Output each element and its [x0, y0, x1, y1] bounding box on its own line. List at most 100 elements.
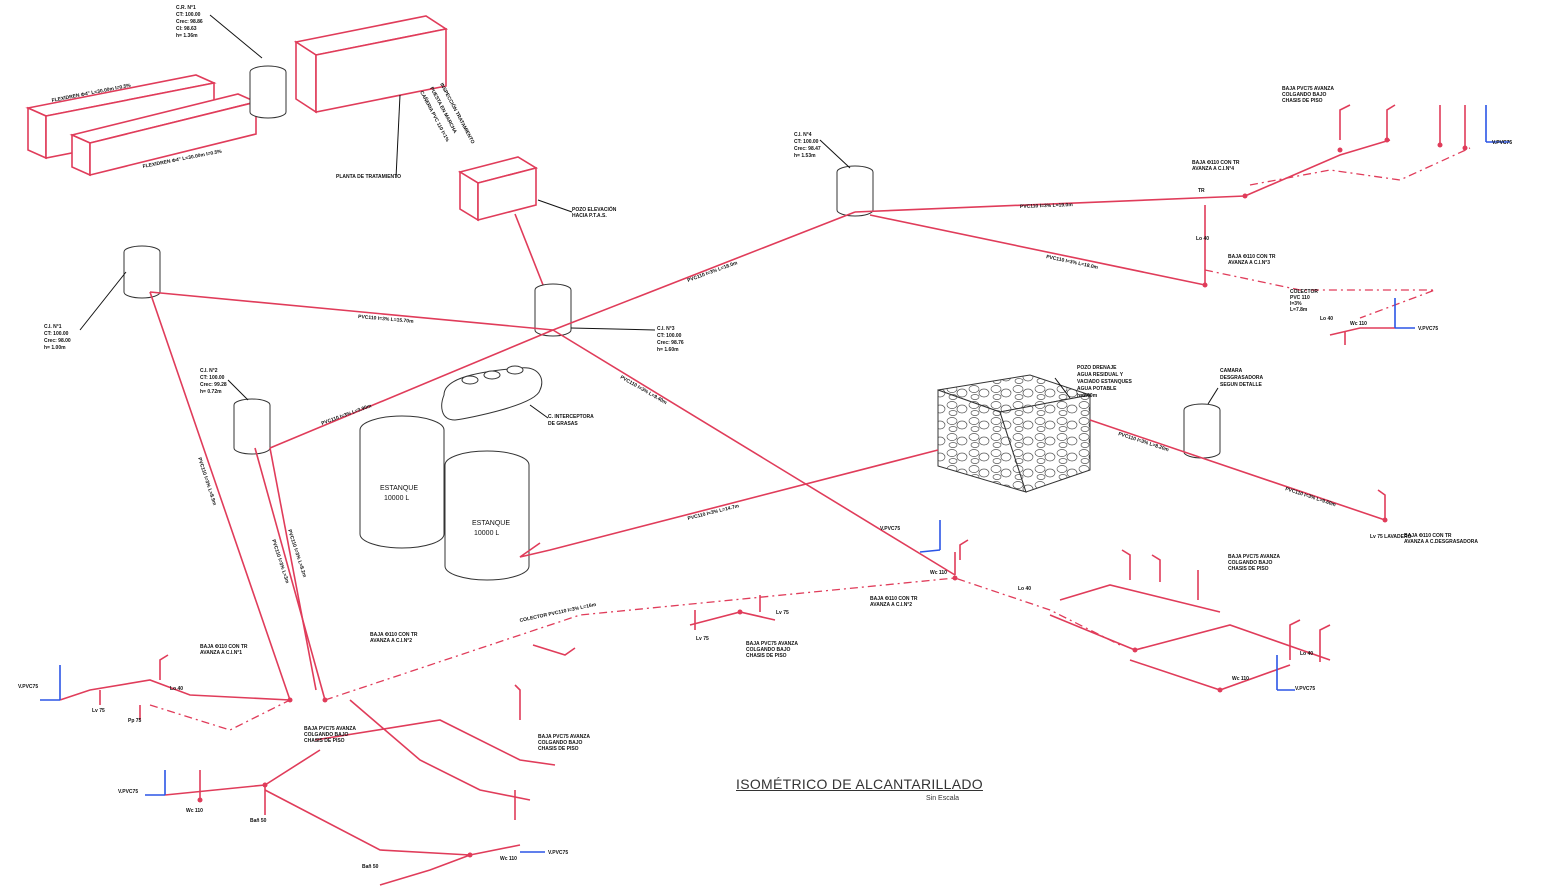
plant-notes: CAÑERIA PVC 110 I=1% PUESTA EN MARCHA IN…	[418, 81, 477, 145]
vent-label-1: V.PVC75	[1492, 140, 1512, 146]
svg-text:PVC110 I=3% L=19.0m: PVC110 I=3% L=19.0m	[1020, 202, 1074, 210]
colector-pvc-notes: COLECTOR PVC 110 I=3% L=7.8m	[1290, 289, 1318, 313]
svg-text:COLGANDO BAJO: COLGANDO BAJO	[538, 740, 583, 746]
svg-text:C.I. N°4: C.I. N°4	[794, 132, 812, 138]
cr1-notes: C.R. N°1 CT: 100.00 Crec: 98.86 CI: 98.6…	[176, 5, 203, 39]
svg-text:AVANZA A C.I.N°3: AVANZA A C.I.N°3	[1228, 260, 1270, 266]
fixture-pp75-a: Pp 75	[128, 718, 142, 724]
svg-text:C. INTERCEPTORA: C. INTERCEPTORA	[548, 414, 594, 420]
treatment-plant	[293, 15, 449, 114]
svg-text:Lv 75 LAVADERO: Lv 75 LAVADERO	[1370, 534, 1412, 540]
svg-text:PVC110 I=3% L=18.0m: PVC110 I=3% L=18.0m	[687, 260, 739, 284]
svg-text:AVANZA A C.I.N°1: AVANZA A C.I.N°1	[200, 650, 242, 656]
svg-text:CHASIS DE PISO: CHASIS DE PISO	[746, 653, 787, 659]
pump-station	[457, 156, 539, 222]
svg-text:I=3%: I=3%	[1290, 301, 1302, 307]
ci3-notes: C.I. N°3 CT: 100.00 Crec: 98.76 h= 1.60m	[657, 326, 684, 353]
drain-flexidren-2	[69, 93, 259, 177]
svg-text:PVC110 I=3% L=9.40m: PVC110 I=3% L=9.40m	[619, 375, 668, 407]
svg-text:PVC110 I=3% L=8.9m: PVC110 I=3% L=8.9m	[196, 457, 217, 507]
grease-interceptor	[441, 365, 549, 421]
svg-text:10000 L: 10000 L	[474, 530, 499, 537]
ci2-notes: C.I. N°2 CT: 100.00 Crec: 99.28 h= 0.72m	[200, 368, 227, 395]
svg-text:h= 0.72m: h= 0.72m	[200, 389, 222, 395]
svg-text:CHASIS DE PISO: CHASIS DE PISO	[1228, 566, 1269, 572]
fixture-wc110-d: Wc 110	[930, 570, 947, 576]
svg-text:SEGUN DETALLE: SEGUN DETALLE	[1220, 382, 1263, 388]
fixture-wc110-c: Wc 110	[1350, 321, 1367, 327]
svg-text:CT: 100.00: CT: 100.00	[794, 139, 819, 145]
vent-label-6: V.PVC75	[118, 789, 138, 795]
drawing-subtitle: Sin Escala	[926, 795, 960, 802]
drain-well	[937, 374, 1092, 493]
svg-text:BAJA Φ110 CON TR: BAJA Φ110 CON TR	[1404, 533, 1452, 539]
bathroom-cluster-right	[324, 520, 1331, 701]
svg-text:BAJA Φ110 CON TR: BAJA Φ110 CON TR	[1192, 160, 1240, 166]
svg-text:ESTANQUE: ESTANQUE	[380, 485, 418, 492]
svg-text:10000 L: 10000 L	[384, 495, 409, 502]
cr1-tank	[209, 14, 287, 119]
svg-text:CAMARA: CAMARA	[1220, 368, 1243, 374]
main-pipes	[149, 195, 1386, 701]
svg-text:PVC110 I=3% L=9.60m: PVC110 I=3% L=9.60m	[1284, 486, 1337, 508]
svg-text:h= 1.53m: h= 1.53m	[794, 153, 816, 159]
vent-label-5: V.PVC75	[18, 684, 38, 690]
fixture-lv75-b: Lv 75	[696, 636, 709, 642]
grease-camera-tank	[1183, 387, 1221, 459]
vent-label-2: V.PVC75	[1418, 326, 1438, 332]
svg-text:AGUA RESIDUAL Y: AGUA RESIDUAL Y	[1077, 372, 1124, 378]
svg-text:PVC110 I=3% L=15.70m: PVC110 I=3% L=15.70m	[358, 314, 414, 325]
fixture-lo40-d: Lo 40	[1300, 651, 1313, 657]
svg-text:BAJA Φ110 CON TR: BAJA Φ110 CON TR	[870, 596, 918, 602]
svg-text:BAJA PVC75 AVANZA: BAJA PVC75 AVANZA	[746, 641, 798, 647]
svg-text:VACIADO ESTANQUES: VACIADO ESTANQUES	[1077, 379, 1132, 385]
svg-text:C.I. N°1: C.I. N°1	[44, 324, 62, 330]
ci2-tank	[227, 379, 271, 455]
fixture-tr-a: TR	[1198, 188, 1205, 194]
vent-label-3: V.PVC75	[1295, 686, 1315, 692]
svg-text:COLGANDO BAJO: COLGANDO BAJO	[1282, 92, 1327, 98]
svg-text:HACIA P.T.A.S.: HACIA P.T.A.S.	[572, 213, 607, 219]
fixture-lv75-a: Lv 75	[92, 708, 105, 714]
branch-top-right	[1202, 104, 1510, 288]
lavadero-branch	[1377, 489, 1388, 523]
svg-text:COLGANDO BAJO: COLGANDO BAJO	[746, 647, 791, 653]
svg-text:AVANZA A C.I.N°2: AVANZA A C.I.N°2	[370, 638, 412, 644]
svg-text:BAJA Φ110 CON TR: BAJA Φ110 CON TR	[200, 644, 248, 650]
svg-text:PVC110 I=3% L=8.20m: PVC110 I=3% L=8.20m	[1117, 431, 1170, 453]
plant-label: PLANTA DE TRATAMIENTO	[336, 174, 401, 180]
svg-text:BAJA PVC75 AVANZA: BAJA PVC75 AVANZA	[1282, 86, 1334, 92]
bathroom-cluster-center	[532, 595, 776, 656]
svg-text:COLECTOR PVC110 I=3% L=16m: COLECTOR PVC110 I=3% L=16m	[519, 602, 597, 624]
vent-label-7: V.PVC75	[548, 850, 568, 856]
svg-text:h= 1.00m: h= 1.00m	[44, 345, 66, 351]
svg-text:DESGRASADORA: DESGRASADORA	[1220, 375, 1263, 381]
drawing-title: ISOMÉTRICO DE ALCANTARILLADO	[736, 776, 983, 792]
ci3-tank	[534, 283, 656, 337]
svg-text:CHASIS DE PISO: CHASIS DE PISO	[538, 746, 579, 752]
svg-text:C.I. N°2: C.I. N°2	[200, 368, 218, 374]
svg-text:CHASIS DE PISO: CHASIS DE PISO	[1282, 98, 1323, 104]
fixture-wc110-e: Wc 110	[1232, 676, 1249, 682]
fixture-lo40-b: Lo 40	[1196, 236, 1209, 242]
svg-text:h= 1.36m: h= 1.36m	[176, 33, 198, 39]
svg-text:Crec: 99.28: Crec: 99.28	[200, 382, 227, 388]
svg-text:BAJA PVC75 AVANZA: BAJA PVC75 AVANZA	[538, 734, 590, 740]
svg-text:COLECTOR: COLECTOR	[1290, 289, 1318, 295]
svg-text:POZO DRENAJE: POZO DRENAJE	[1077, 365, 1117, 371]
svg-text:Crec: 98.86: Crec: 98.86	[176, 19, 203, 25]
svg-text:CT: 100.00: CT: 100.00	[657, 333, 682, 339]
svg-text:BAJA Φ110 CON TR: BAJA Φ110 CON TR	[1228, 254, 1276, 260]
svg-text:h=2.00m: h=2.00m	[1077, 393, 1098, 399]
svg-text:AGUA POTABLE: AGUA POTABLE	[1077, 386, 1117, 392]
fixture-ba50-b: Bañ 50	[362, 864, 379, 870]
fixture-lo40-a: Lo 40	[170, 686, 183, 692]
svg-text:Crec: 98.47: Crec: 98.47	[794, 146, 821, 152]
fixture-lv75-c: Lv 75	[776, 610, 789, 616]
svg-text:AVANZA A C.I.N°2: AVANZA A C.I.N°2	[870, 602, 912, 608]
svg-text:PVC 110: PVC 110	[1290, 295, 1310, 301]
svg-text:ESTANQUE: ESTANQUE	[472, 520, 510, 527]
ci1-notes: C.I. N°1 CT: 100.00 Crec: 98.00 h= 1.00m	[44, 324, 71, 351]
ci4-notes: C.I. N°4 CT: 100.00 Crec: 98.47 h= 1.53m	[794, 132, 821, 159]
ci1-tank	[79, 245, 161, 331]
